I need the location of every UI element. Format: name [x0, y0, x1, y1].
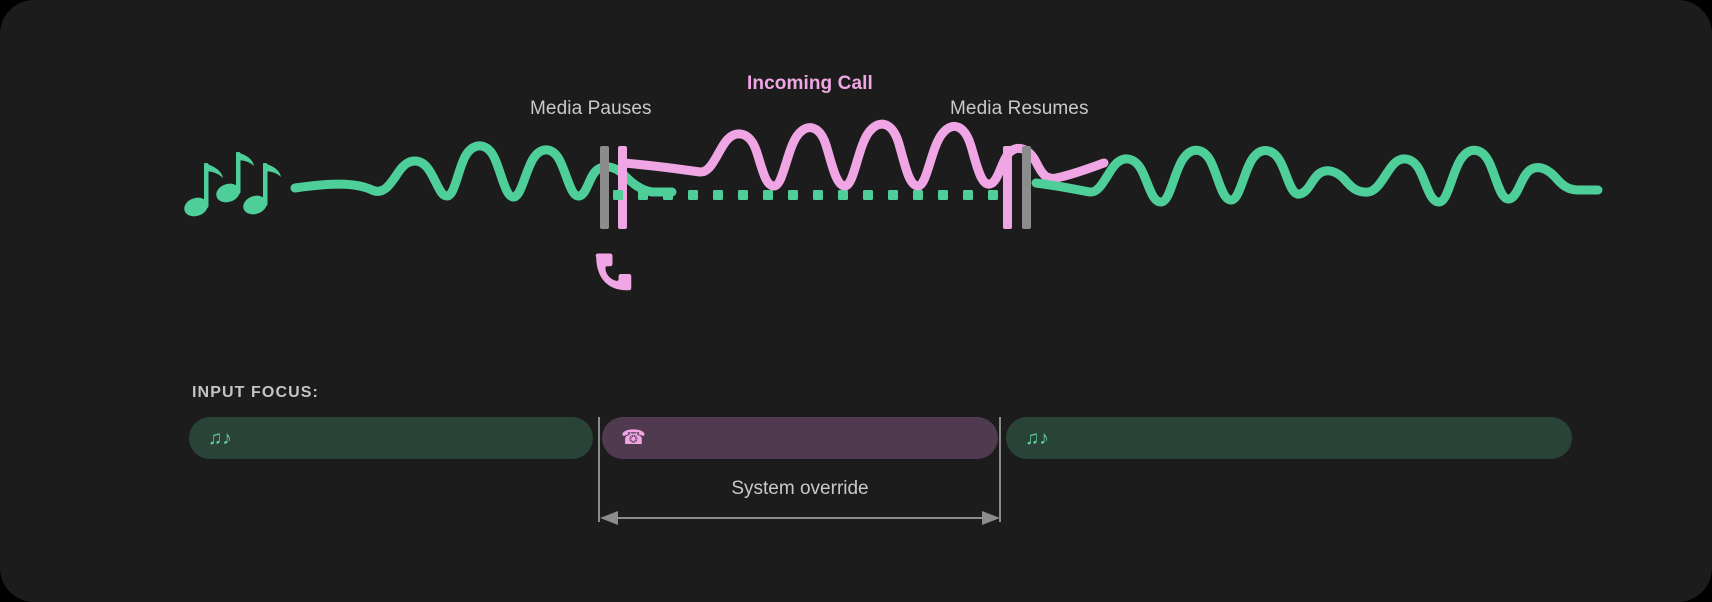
focus-segment-media-after[interactable]: ♫♪ — [1006, 417, 1572, 459]
media-resume-marker — [1003, 146, 1031, 229]
label-incoming-call: Incoming Call — [747, 73, 873, 94]
focus-segment-call[interactable]: ☎ — [602, 417, 998, 459]
system-override-bracket — [598, 417, 1001, 525]
music-note-icon: ♫♪ — [1025, 427, 1049, 449]
media-waveform-before — [290, 141, 677, 202]
input-focus-track: ♫♪ ☎ ♫♪ — [189, 417, 1572, 459]
system-override-label: System override — [731, 478, 869, 499]
audio-timeline: Media Pauses Incoming Call Media Resumes — [184, 73, 1603, 291]
focus-segment-media-before[interactable]: ♫♪ — [189, 417, 593, 459]
music-note-icon: ♫♪ — [208, 427, 232, 449]
label-media-pauses: Media Pauses — [530, 98, 652, 119]
phone-icon — [595, 253, 632, 291]
phone-icon: ☎ — [621, 427, 646, 449]
ducked-media-dots — [613, 190, 998, 200]
music-note-icon — [184, 152, 281, 217]
input-focus-heading: INPUT FOCUS: — [192, 384, 319, 401]
timeline-graphic — [184, 119, 1603, 291]
media-pause-marker — [600, 146, 627, 229]
call-waveform — [618, 119, 1109, 191]
media-waveform-after — [1031, 145, 1603, 207]
label-media-resumes: Media Resumes — [950, 98, 1089, 119]
